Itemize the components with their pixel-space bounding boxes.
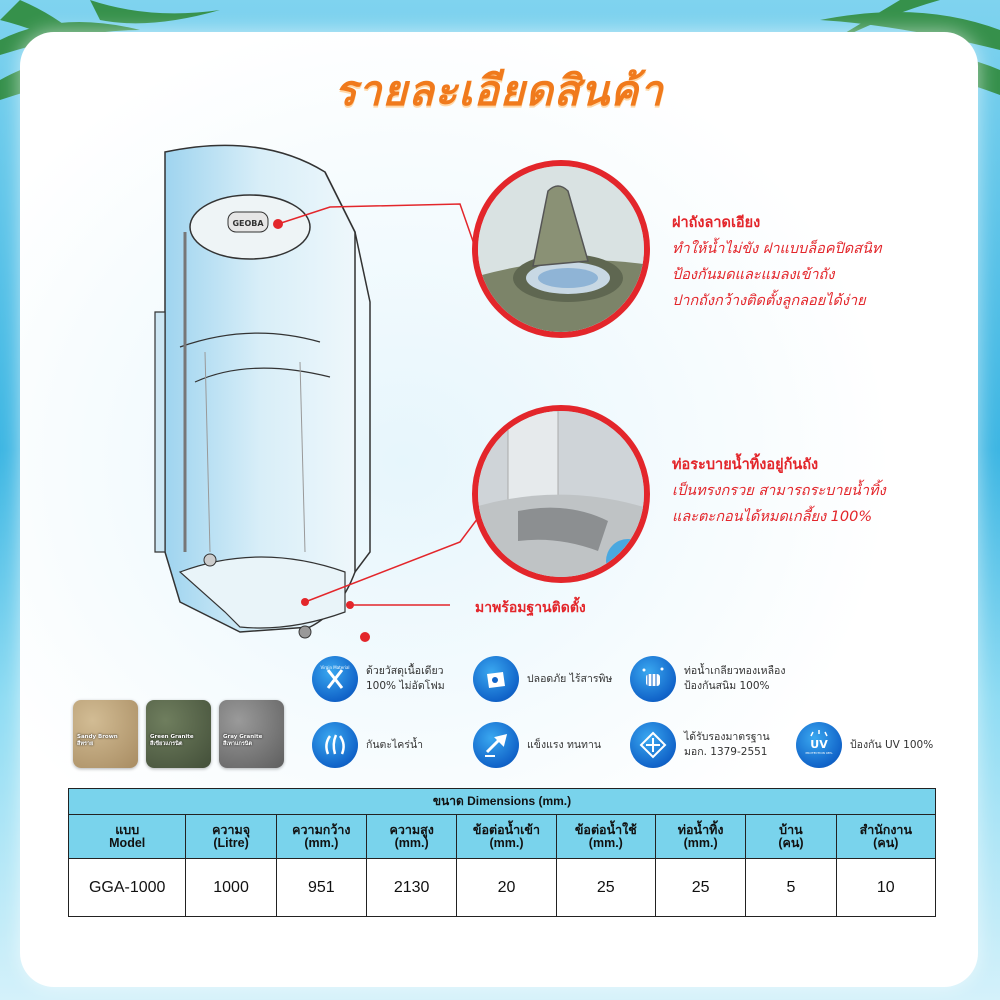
base-label: มาพร้อมฐานติดตั้ง bbox=[475, 600, 586, 616]
drain-callout-line: เป็นทรงกรวย สามารถระบายน้ำทิ้ง bbox=[672, 483, 886, 499]
callout-connectors bbox=[273, 203, 491, 609]
anti-algae-icon bbox=[312, 722, 358, 768]
table-caption: ขนาด Dimensions (mm.) bbox=[68, 788, 936, 815]
table-cell: 10 bbox=[835, 858, 937, 917]
feature-text: ป้องกันสนิม 100% bbox=[684, 680, 770, 692]
feature-text: ปลอดภัย ไร้สารพิษ bbox=[527, 672, 613, 685]
feature-anti-algae: กันตะไคร่น้ำ bbox=[312, 722, 423, 768]
strong-durable-icon bbox=[473, 722, 519, 768]
feature-tis-standard: ได้รับรองมาตรฐานมอก. 1379-2551 bbox=[630, 722, 770, 768]
feature-text: กันตะไคร่น้ำ bbox=[366, 738, 424, 751]
feature-text: ได้รับรองมาตรฐาน bbox=[684, 731, 770, 743]
feature-text: ด้วยวัสดุเนื้อเดียว bbox=[366, 665, 444, 677]
lid-callout-line: ทำให้น้ำไม่ขัง ฝาแบบล็อคปิดสนิท bbox=[672, 241, 882, 257]
virgin-material-icon: Virgin Material bbox=[312, 656, 358, 702]
lid-callout-line: ปากถังกว้างติดตั้งลูกลอยได้ง่าย bbox=[672, 293, 866, 309]
svg-text:PROTECTION 98%: PROTECTION 98% bbox=[805, 751, 832, 755]
feature-text: ท่อน้ำเกลียวทองเหลือง bbox=[684, 665, 786, 677]
feature-text: 100% ไม่อัดโฟม bbox=[366, 680, 445, 692]
lid-callout: ฝาถังลาดเอียง ทำให้น้ำไม่ขัง ฝาแบบล็อคปิ… bbox=[672, 210, 881, 314]
feature-text: ป้องกัน UV 100% bbox=[850, 738, 934, 751]
table-cell: 25 bbox=[555, 858, 656, 917]
feature-text: มอก. 1379-2551 bbox=[684, 746, 768, 758]
table-cell: GGA-1000 bbox=[67, 858, 187, 917]
drain-callout: ท่อระบายน้ำทิ้งอยู่ก้นถัง เป็นทรงกรวย สา… bbox=[672, 452, 886, 530]
drain-callout-heading: ท่อระบายน้ำทิ้งอยู่ก้นถัง bbox=[672, 457, 819, 473]
table-cell: 25 bbox=[654, 858, 747, 917]
tank-logo: GEOBA bbox=[232, 219, 264, 228]
svg-text:UV: UV bbox=[810, 738, 828, 751]
feature-strong: แข็งแรง ทนทาน bbox=[473, 722, 601, 768]
lid-callout-line: ป้องกันมดและแมลงเข้าถัง bbox=[672, 267, 835, 283]
lid-zoom-image bbox=[472, 160, 650, 338]
table-cell: 1000 bbox=[185, 858, 277, 917]
page-title: รายละเอียดสินค้า bbox=[334, 66, 664, 115]
table-cell: 20 bbox=[456, 858, 557, 917]
lid-callout-heading: ฝาถังลาดเอียง bbox=[672, 215, 761, 231]
water-tank-illustration: GEOBA bbox=[154, 144, 371, 642]
feature-safe: ปลอดภัย ไร้สารพิษ bbox=[473, 656, 612, 702]
safe-nontoxic-icon bbox=[473, 656, 519, 702]
table-cell: 951 bbox=[275, 858, 368, 917]
feature-brass-fitting: ท่อน้ำเกลียวทองเหลืองป้องกันสนิม 100% bbox=[630, 656, 785, 702]
feature-text: แข็งแรง ทนทาน bbox=[527, 738, 602, 751]
product-detail-card: รายละเอียดสินค้า GEOBA bbox=[20, 32, 978, 987]
svg-text:Virgin Material: Virgin Material bbox=[320, 665, 349, 670]
drain-zoom-image bbox=[472, 405, 650, 583]
table-row: GGA-1000 1000 951 2130 20 25 25 5 10 bbox=[67, 858, 937, 917]
feature-virgin-material: Virgin Material ด้วยวัสดุเนื้อเดียว 100% … bbox=[312, 656, 445, 702]
table-cell: 5 bbox=[745, 858, 837, 917]
drain-callout-line: และตะกอนได้หมดเกลี้ยง 100% bbox=[672, 509, 873, 525]
tis-standard-icon bbox=[630, 722, 676, 768]
brass-fitting-icon bbox=[630, 656, 676, 702]
table-cell: 2130 bbox=[365, 858, 458, 917]
